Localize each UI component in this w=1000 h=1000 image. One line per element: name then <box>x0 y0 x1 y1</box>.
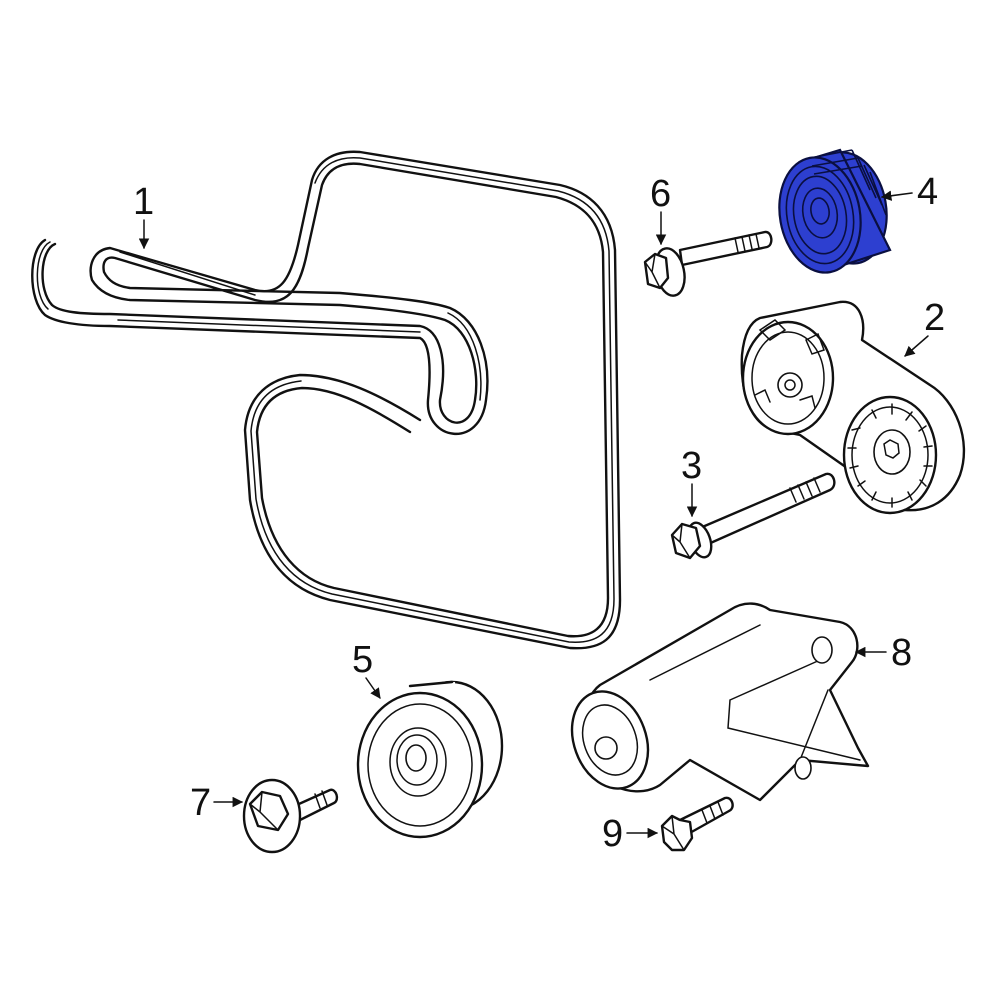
tensioner-bracket-8[interactable] <box>559 602 870 802</box>
serpentine-belt[interactable] <box>31 150 622 650</box>
callout-9: 9 <box>602 813 659 855</box>
bolt-3[interactable] <box>670 472 836 561</box>
callout-label-7: 7 <box>190 782 211 824</box>
belt-tensioner-2[interactable] <box>740 300 965 515</box>
idler-pulley-5[interactable] <box>356 680 504 839</box>
callout-label-8: 8 <box>891 632 912 674</box>
callout-label-6: 6 <box>650 173 671 215</box>
callout-3: 3 <box>681 445 702 518</box>
bolt-9[interactable] <box>660 796 734 852</box>
callout-label-1: 1 <box>133 181 154 223</box>
pulley-4-highlighted[interactable] <box>771 146 896 279</box>
callout-label-2: 2 <box>924 297 945 339</box>
callout-7: 7 <box>190 782 244 824</box>
callout-label-5: 5 <box>352 639 373 681</box>
bolt-7[interactable] <box>242 778 339 854</box>
callout-label-9: 9 <box>602 813 623 855</box>
callout-1: 1 <box>133 181 154 250</box>
callout-8: 8 <box>854 632 912 674</box>
callout-6: 6 <box>650 173 671 246</box>
callout-5: 5 <box>352 639 381 699</box>
bolt-6[interactable] <box>643 230 773 298</box>
callout-2: 2 <box>904 297 945 357</box>
callout-label-3: 3 <box>681 445 702 487</box>
callout-label-4: 4 <box>917 171 938 213</box>
callout-4: 4 <box>880 171 938 213</box>
